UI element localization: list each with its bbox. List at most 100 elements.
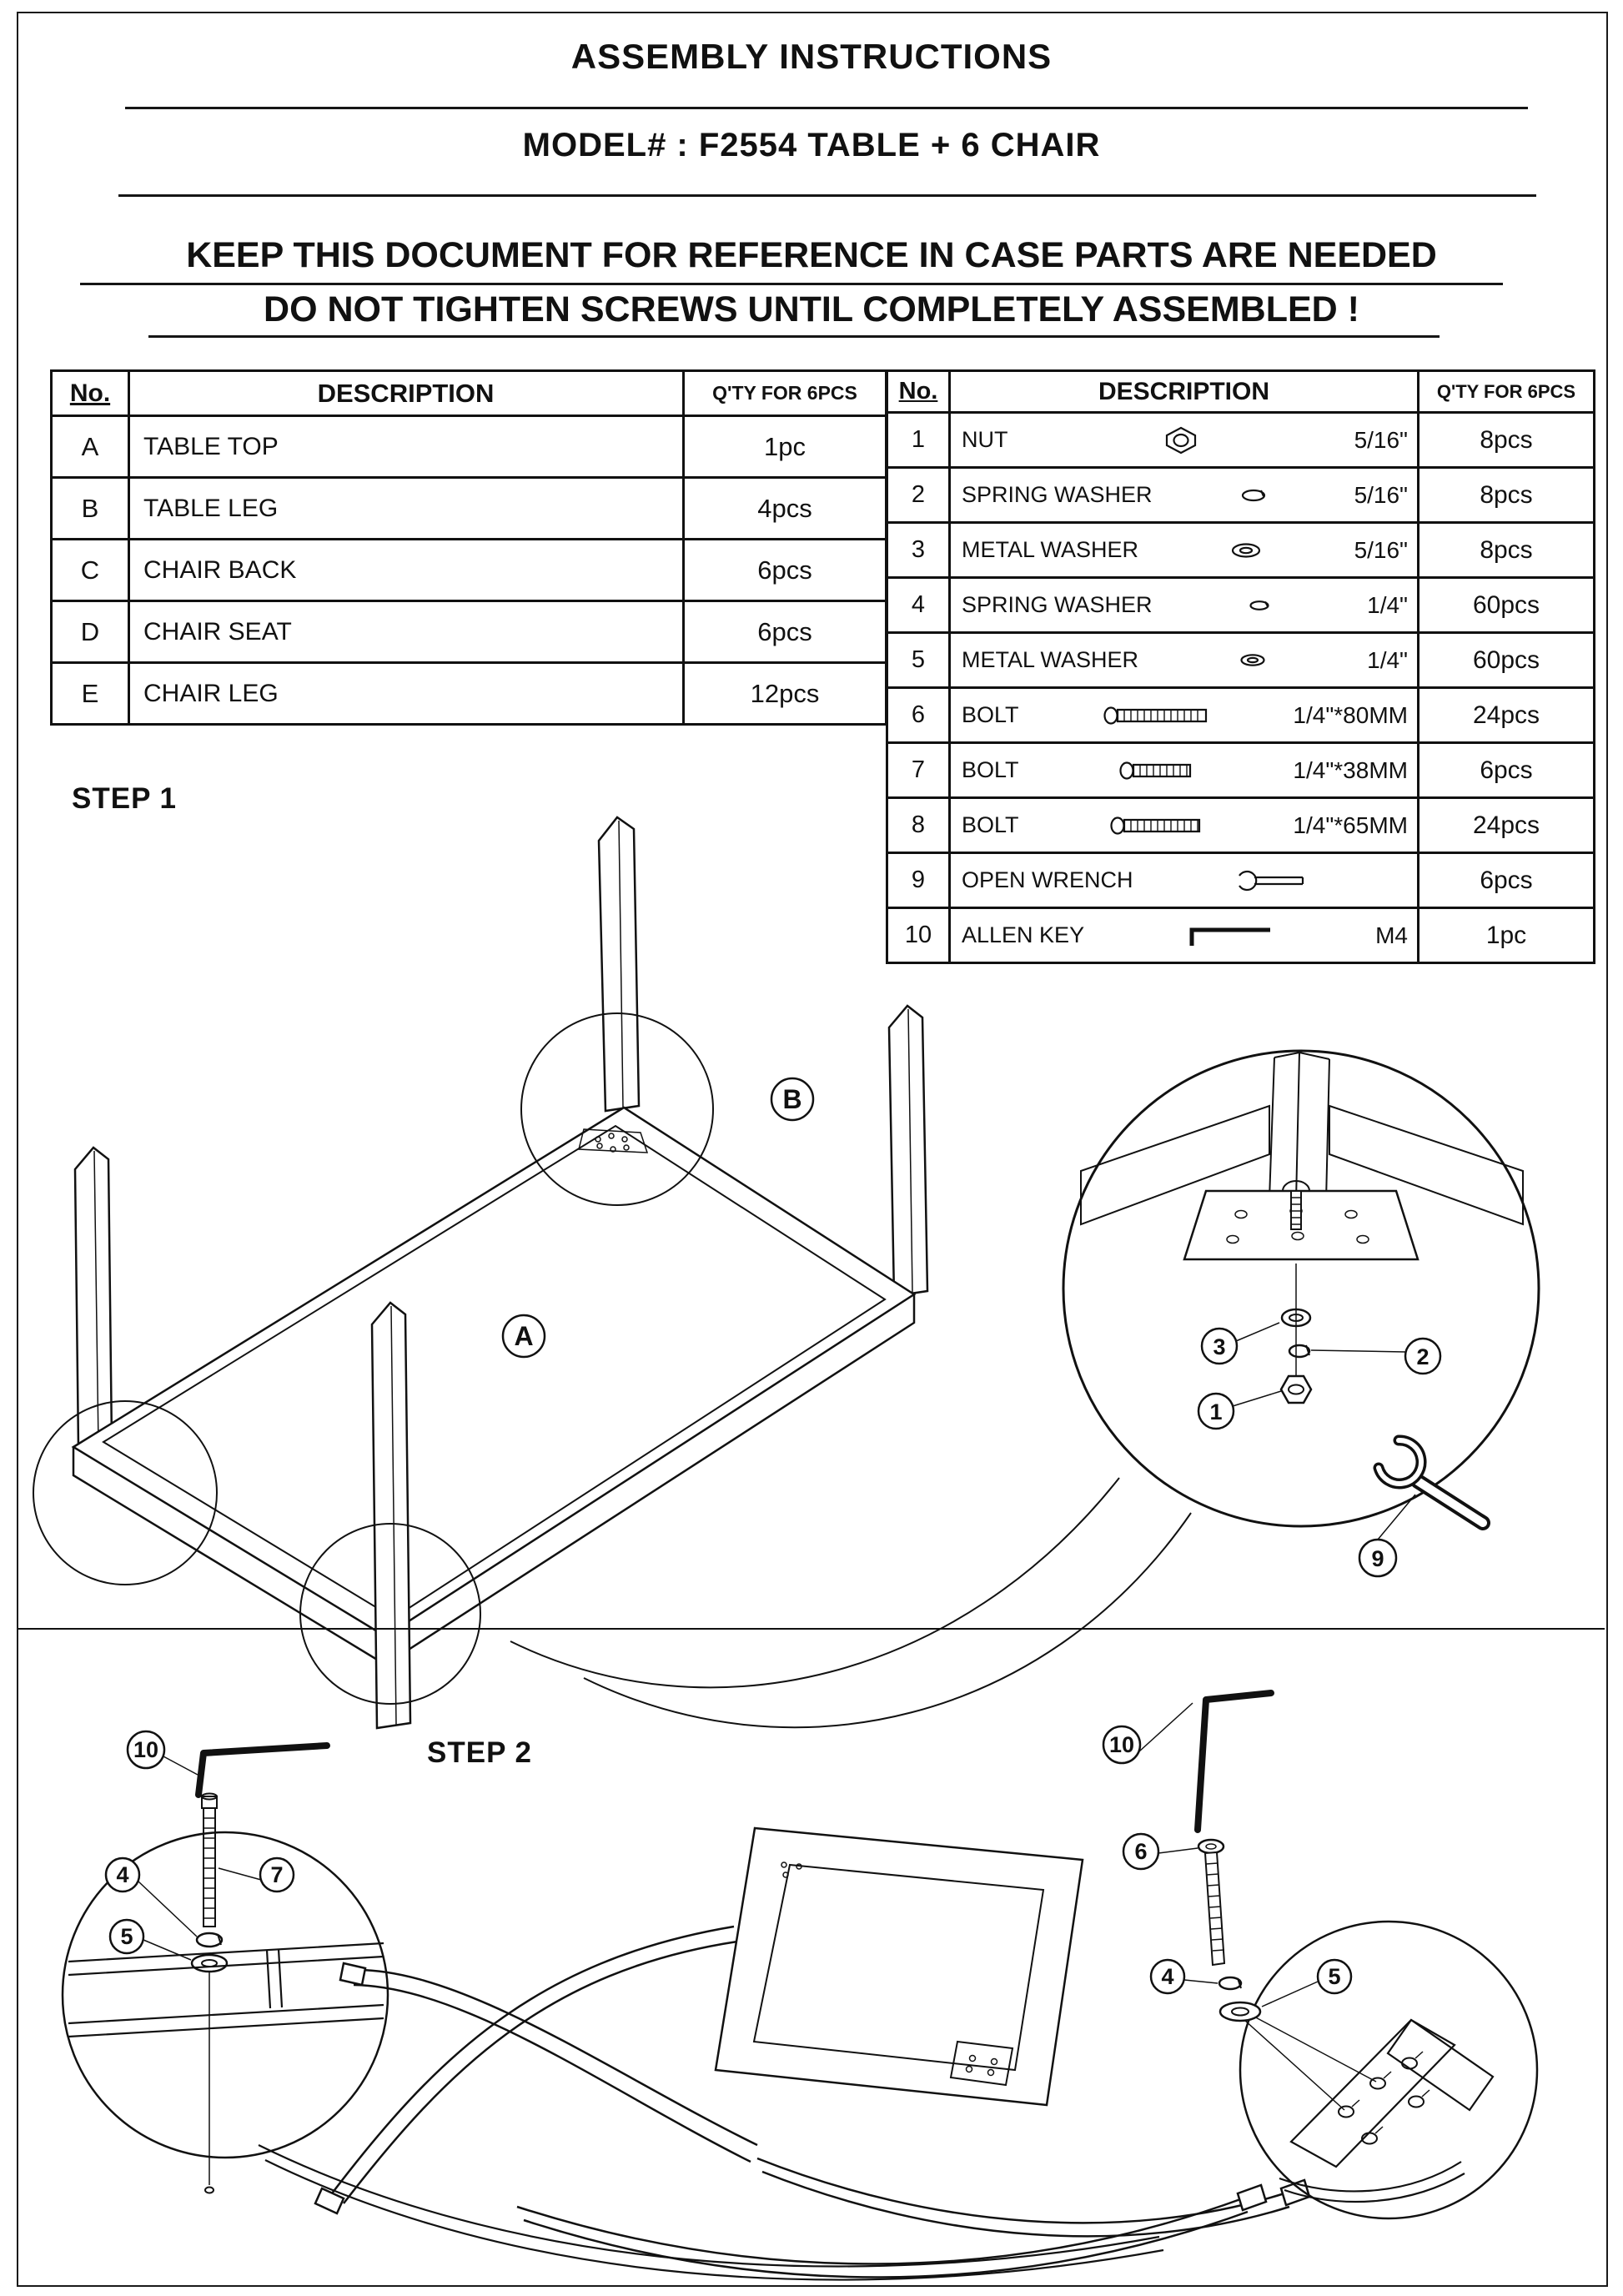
callout-9: 9 xyxy=(1358,1538,1398,1578)
callout-4-label: 4 xyxy=(116,1862,128,1887)
part-qty: 1pc xyxy=(682,414,887,479)
nut-icon xyxy=(1162,425,1200,455)
metal-washer-drawing xyxy=(1219,2001,1262,2022)
allen-key-drawing xyxy=(1194,1690,1274,1833)
bolt-drawing xyxy=(201,1792,218,1927)
joint-detail-circle xyxy=(33,1400,218,1585)
part-desc: CHAIR BACK xyxy=(128,538,685,602)
hw-qty: 1pc xyxy=(1417,907,1595,964)
callout-7-label: 7 xyxy=(270,1862,283,1887)
table-row: 2 SPRING WASHER 5/16" 8pcs xyxy=(886,466,1595,524)
warning-line-2: DO NOT TIGHTEN SCREWS UNTIL COMPLETELY A… xyxy=(264,289,1359,329)
hw-no: 2 xyxy=(886,466,951,524)
table-row: 10 ALLEN KEY M4 1pc xyxy=(886,907,1595,964)
chair-drawing xyxy=(258,1826,1311,2281)
callout-a: A xyxy=(501,1314,546,1359)
table-leg-drawing xyxy=(370,1301,412,1730)
callout-2-label: 2 xyxy=(1416,1344,1429,1369)
bolt-drawing xyxy=(1282,1180,1310,1230)
hw-no: 10 xyxy=(886,907,951,964)
metal-washer-drawing xyxy=(1280,1308,1312,1328)
part-desc: TABLE TOP xyxy=(128,414,685,479)
callout-5-label: 5 xyxy=(1328,1964,1340,1989)
table-top-frame xyxy=(71,1106,917,1638)
bolt-drawing xyxy=(1197,1838,1226,1967)
parts-table-header-row: No. DESCRIPTION Q'TY FOR 6PCS xyxy=(50,369,887,417)
table-row: 6 BOLT 1/4"*80MM 24pcs xyxy=(886,686,1595,744)
callout-b-label: B xyxy=(782,1084,801,1114)
table-row: E CHAIR LEG 12pcs xyxy=(50,661,887,726)
spring-washer-icon xyxy=(1248,600,1271,611)
step2-right-group: 10 6 xyxy=(1102,1690,1539,2220)
part-qty: 6pcs xyxy=(682,538,887,602)
table-row: 3 METAL WASHER 5/16" 8pcs xyxy=(886,521,1595,579)
callout-5: 5 xyxy=(108,1918,145,1955)
hw-name: METAL WASHER xyxy=(962,647,1139,672)
table-underside-drawing xyxy=(33,816,929,1730)
callout-b: B xyxy=(770,1077,815,1122)
hw-size: 5/16" xyxy=(1354,481,1408,508)
table-row: D CHAIR SEAT 6pcs xyxy=(50,600,887,664)
callout-6-label: 6 xyxy=(1134,1839,1147,1864)
parts-col-qty: Q'TY FOR 6PCS xyxy=(682,369,887,417)
hw-name: ALLEN KEY xyxy=(962,922,1085,947)
hw-col-no: No. xyxy=(886,369,951,414)
title-rule xyxy=(125,107,1528,109)
hw-name: BOLT xyxy=(962,702,1019,727)
spring-washer-drawing xyxy=(1218,1976,1243,1991)
part-no: E xyxy=(50,661,130,726)
allen-key-icon xyxy=(1182,922,1279,949)
callout-1-label: 1 xyxy=(1209,1399,1222,1424)
chair-seat-frame xyxy=(714,1826,1084,2107)
bolt-icon xyxy=(1109,815,1203,837)
hw-name: METAL WASHER xyxy=(962,537,1139,562)
table-row: 4 SPRING WASHER 1/4" 60pcs xyxy=(886,576,1595,634)
zoom-sweep-line xyxy=(510,1477,1120,1689)
wrench-drawing xyxy=(1373,1434,1490,1530)
callout-7: 7 xyxy=(259,1856,295,1893)
hw-no: 7 xyxy=(886,741,951,799)
hw-name: NUT xyxy=(962,427,1008,452)
parts-col-desc: DESCRIPTION xyxy=(128,369,685,417)
hw-size: 1/4"*65MM xyxy=(1293,811,1408,838)
hw-qty: 24pcs xyxy=(1417,796,1595,854)
hw-size: 1/4" xyxy=(1367,646,1408,673)
hardware-table: No. DESCRIPTION Q'TY FOR 6PCS 1 NUT 5/16… xyxy=(886,369,1595,964)
table-row: C CHAIR BACK 6pcs xyxy=(50,538,887,602)
zoom-sweep-line xyxy=(583,1512,1192,1729)
hw-qty: 6pcs xyxy=(1417,852,1595,909)
table-row: 1 NUT 5/16" 8pcs xyxy=(886,411,1595,469)
left-detail-circle xyxy=(61,1831,389,2159)
hw-col-desc: DESCRIPTION xyxy=(948,369,1419,414)
callout-a-label: A xyxy=(514,1321,533,1351)
hw-name: SPRING WASHER xyxy=(962,482,1153,507)
seat-corner-screw-holes xyxy=(1338,2051,1430,2145)
part-qty: 12pcs xyxy=(682,661,887,726)
hw-no: 1 xyxy=(886,411,951,469)
part-no: C xyxy=(50,538,130,602)
callout-4: 4 xyxy=(1149,1958,1186,1995)
part-no: B xyxy=(50,476,130,540)
nut-drawing xyxy=(1279,1374,1313,1404)
callout-5: 5 xyxy=(1316,1958,1353,1995)
right-detail-circle xyxy=(1239,1920,1539,2220)
callout-2: 2 xyxy=(1404,1337,1442,1375)
warning-line-1: KEEP THIS DOCUMENT FOR REFERENCE IN CASE… xyxy=(186,235,1437,275)
table-row: 8 BOLT 1/4"*65MM 24pcs xyxy=(886,796,1595,854)
hw-qty: 8pcs xyxy=(1417,521,1595,579)
callout-3: 3 xyxy=(1200,1327,1239,1365)
callout-10-label: 10 xyxy=(1109,1732,1134,1757)
callout-9-label: 9 xyxy=(1371,1546,1384,1571)
part-qty: 4pcs xyxy=(682,476,887,540)
parts-table: No. DESCRIPTION Q'TY FOR 6PCS A TABLE TO… xyxy=(50,369,887,726)
joint-detail-circle xyxy=(299,1523,481,1705)
step2-left-group: 10 xyxy=(61,1730,389,2194)
callout-4: 4 xyxy=(104,1856,141,1893)
hw-col-qty: Q'TY FOR 6PCS xyxy=(1417,369,1595,414)
metal-washer-icon xyxy=(1238,653,1268,667)
hw-no: 5 xyxy=(886,631,951,689)
callout-10: 10 xyxy=(1102,1725,1142,1765)
assembly-diagram: A B xyxy=(18,816,1605,2281)
hw-size: 5/16" xyxy=(1354,536,1408,563)
page-title: ASSEMBLY INSTRUCTIONS xyxy=(570,37,1053,76)
